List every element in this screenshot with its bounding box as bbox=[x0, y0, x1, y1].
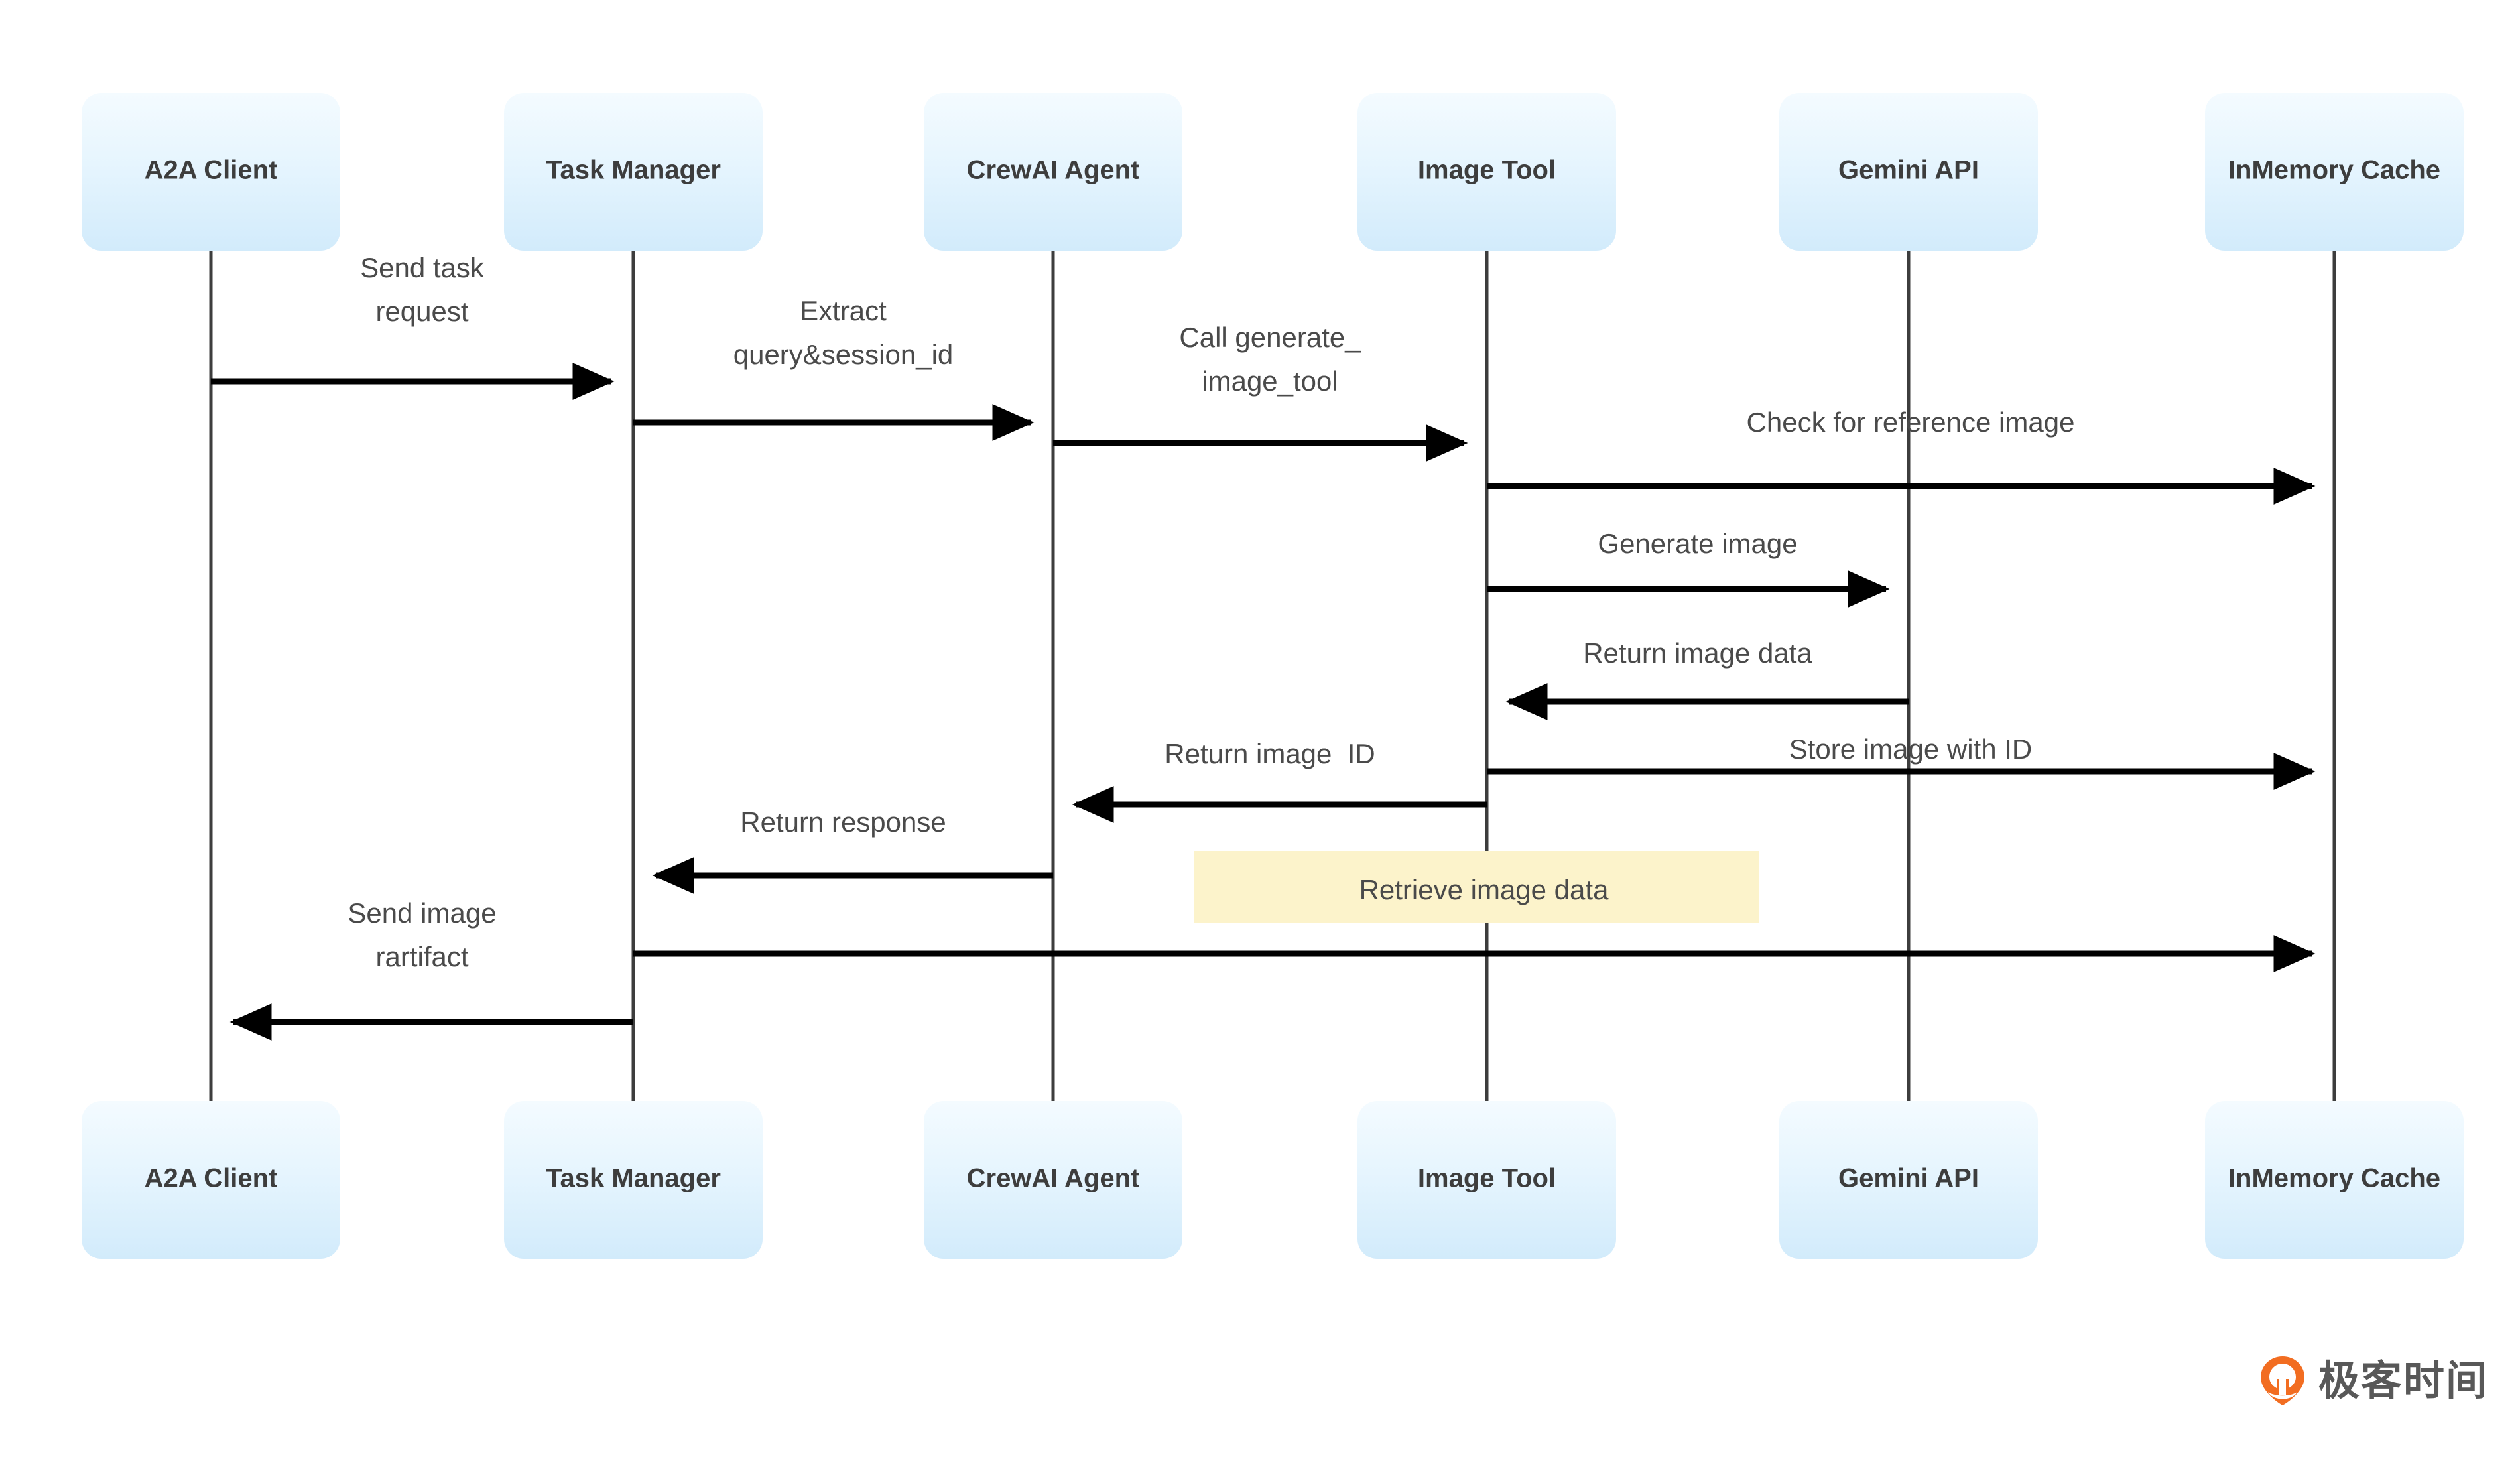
participant-label: Gemini API bbox=[1838, 1164, 1979, 1193]
participant-box-a2a-client-bottom[interactable]: A2A Client bbox=[82, 1101, 340, 1259]
participant-box-inmemory-cache-bottom[interactable]: InMemory Cache bbox=[2205, 1101, 2464, 1259]
participant-box-bg bbox=[1357, 1101, 1616, 1259]
participant-box-bg bbox=[1357, 93, 1616, 251]
message-arrows-group bbox=[211, 363, 2316, 1041]
participant-box-bg bbox=[924, 1101, 1182, 1259]
participant-box-bg bbox=[1779, 1101, 2038, 1259]
participant-label: InMemory Cache bbox=[2228, 1164, 2440, 1193]
message-label-m3: Call generate_image_tool bbox=[1179, 322, 1361, 397]
watermark: 极客时间 bbox=[2259, 1355, 2488, 1407]
participant-label: Image Tool bbox=[1418, 1164, 1556, 1193]
participant-label: InMemory Cache bbox=[2228, 156, 2440, 185]
participant-box-gemini-api-bottom[interactable]: Gemini API bbox=[1779, 1101, 2038, 1259]
participant-box-bg bbox=[504, 1101, 763, 1259]
participant-box-task-manager-bottom[interactable]: Task Manager bbox=[504, 1101, 763, 1259]
participant-label: A2A Client bbox=[145, 1164, 278, 1193]
participant-box-crewai-agent-top[interactable]: CrewAI Agent bbox=[924, 93, 1182, 251]
message-label-m5: Generate image bbox=[1598, 528, 1797, 559]
participant-box-bg bbox=[2205, 93, 2464, 251]
participant-box-image-tool-bottom[interactable]: Image Tool bbox=[1357, 1101, 1616, 1259]
message-label-m7: Store image with ID bbox=[1789, 734, 2032, 765]
participant-label: Gemini API bbox=[1838, 156, 1979, 185]
participant-box-bg bbox=[924, 93, 1182, 251]
participant-label: Task Manager bbox=[546, 156, 721, 185]
participant-box-image-tool-top[interactable]: Image Tool bbox=[1357, 93, 1616, 251]
participant-label: CrewAI Agent bbox=[967, 156, 1140, 185]
participant-box-bg bbox=[82, 93, 340, 251]
participant-box-a2a-client-top[interactable]: A2A Client bbox=[82, 93, 340, 251]
participant-label: CrewAI Agent bbox=[967, 1164, 1140, 1193]
message-label-m9: Return response bbox=[740, 806, 946, 838]
participant-box-inmemory-cache-top[interactable]: InMemory Cache bbox=[2205, 93, 2464, 251]
highlight-band-group bbox=[1194, 851, 1759, 923]
participant-boxes-top: A2A Client Task Manager CrewAI Agent Image … bbox=[82, 93, 2464, 251]
message-label-m6: Return image data bbox=[1583, 637, 1812, 669]
participant-box-bg bbox=[504, 93, 763, 251]
participant-box-crewai-agent-bottom[interactable]: CrewAI Agent bbox=[924, 1101, 1182, 1259]
message-label-m10: Retrieve image data bbox=[1359, 874, 1609, 905]
watermark-brand-text: 极客时间 bbox=[2318, 1356, 2489, 1405]
participant-label: Task Manager bbox=[546, 1164, 721, 1193]
participant-label: Image Tool bbox=[1418, 156, 1556, 185]
participant-box-gemini-api-top[interactable]: Gemini API bbox=[1779, 93, 2038, 251]
message-label-m4: Check for reference image bbox=[1747, 407, 2075, 438]
participant-boxes-bottom: A2A Client Task Manager CrewAI Agent Image … bbox=[82, 1101, 2464, 1259]
participant-box-bg bbox=[2205, 1101, 2464, 1259]
geektime-pin-logo-icon bbox=[2259, 1355, 2306, 1407]
message-label-m8: Return image ID bbox=[1165, 738, 1375, 769]
participant-box-bg bbox=[82, 1101, 340, 1259]
lifelines-group bbox=[209, 251, 2336, 1101]
participant-box-bg bbox=[1779, 93, 2038, 251]
message-highlight-band bbox=[1194, 851, 1759, 923]
participant-label: A2A Client bbox=[145, 156, 278, 185]
participant-box-task-manager-top[interactable]: Task Manager bbox=[504, 93, 763, 251]
